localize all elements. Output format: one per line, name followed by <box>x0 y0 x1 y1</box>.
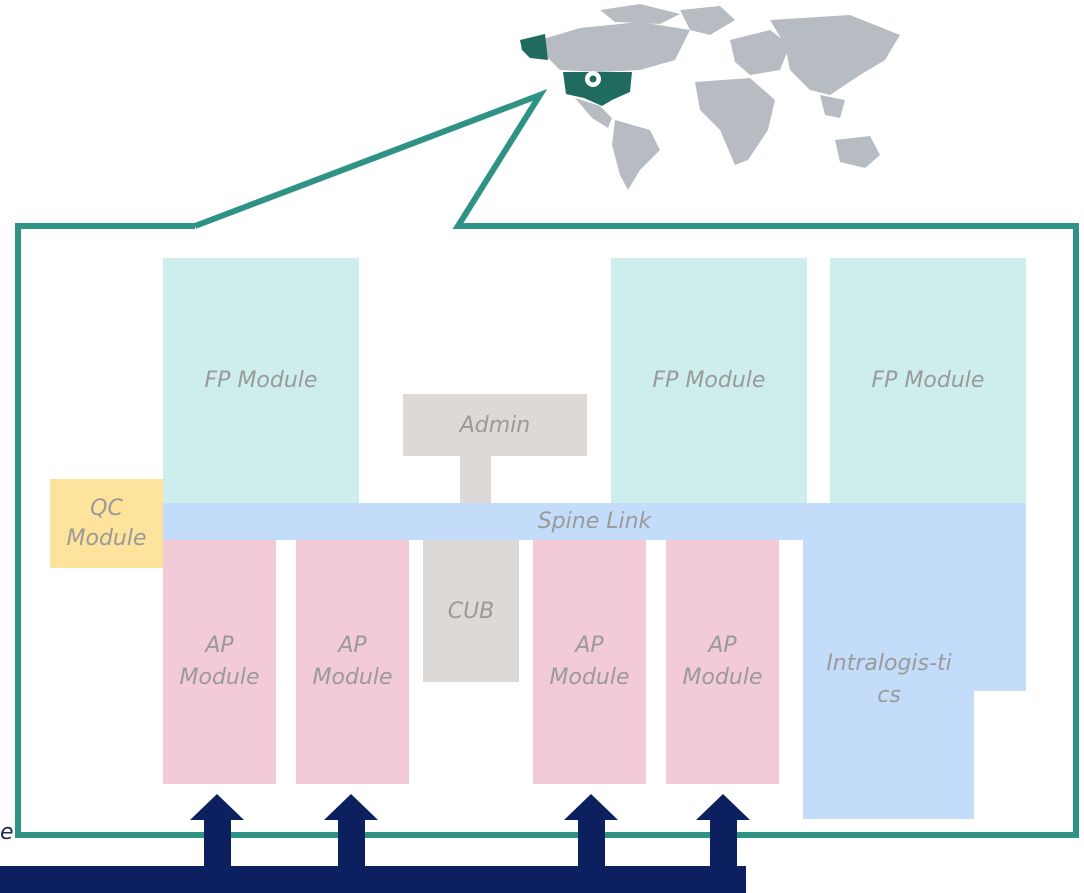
qc-module: QC Module <box>50 479 163 568</box>
intralogistics-area <box>803 540 1026 819</box>
cub-block: CUB <box>423 540 519 682</box>
spine-link: Spine Link <box>163 503 1026 540</box>
supply-bar <box>0 866 746 893</box>
fp-module-1: FP Module <box>163 258 359 503</box>
alaska-region <box>520 34 548 60</box>
ap-module-2: AP Module <box>296 540 409 784</box>
edge-text-fragment: e <box>0 820 14 845</box>
usa-region <box>563 72 632 106</box>
admin-block: Admin <box>403 394 587 456</box>
up-arrow-icon <box>190 794 750 870</box>
fp-module-3: FP Module <box>830 258 1026 503</box>
fp-module-2: FP Module <box>611 258 807 503</box>
ap-module-4: AP Module <box>666 540 779 784</box>
ap-module-3: AP Module <box>533 540 646 784</box>
site-callout-frame <box>15 89 1079 838</box>
intralogistics-label: Intralogis-tics <box>826 651 952 708</box>
admin-connector <box>460 456 491 506</box>
world-map <box>520 4 900 190</box>
location-pin-icon <box>585 71 601 87</box>
ap-module-1: AP Module <box>163 540 276 784</box>
